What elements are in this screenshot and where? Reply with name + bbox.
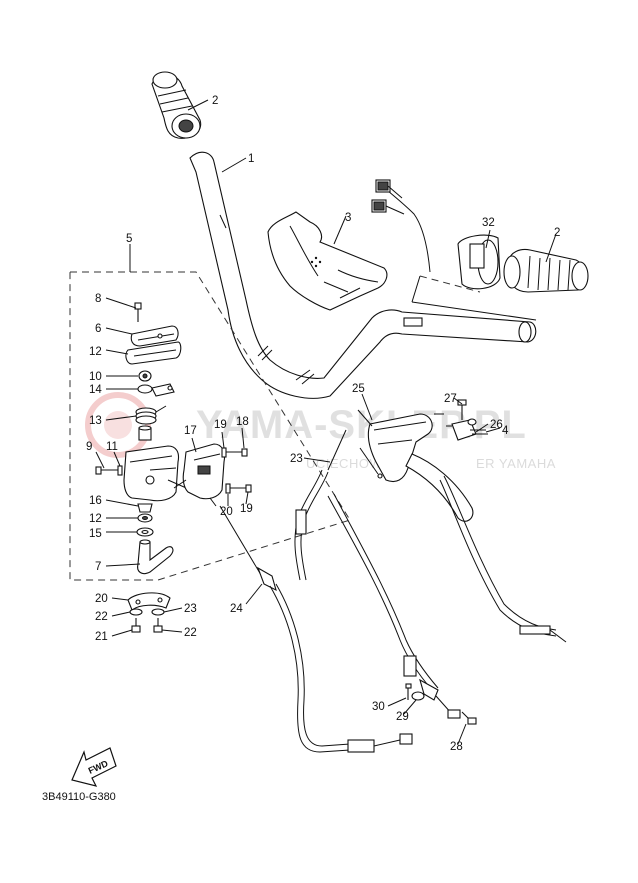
cable-part-25 bbox=[219, 505, 413, 753]
throttle-assembly-part-32 bbox=[371, 179, 537, 321]
screw-part-19-upper bbox=[221, 447, 248, 458]
callout-14-gasket[interactable]: 12 bbox=[89, 346, 102, 358]
callout-17-nut[interactable]: 16 bbox=[89, 495, 102, 507]
callout-25-cable[interactable]: 24 bbox=[230, 603, 243, 615]
leader-lines bbox=[95, 99, 557, 745]
callout-15-washer[interactable]: 15 bbox=[89, 528, 102, 540]
washer-part-23-right bbox=[151, 608, 165, 616]
callout-22-bolt-left[interactable]: 21 bbox=[95, 631, 108, 643]
callout-13-spring[interactable]: 13 bbox=[89, 415, 102, 427]
lever-part-7 bbox=[137, 539, 174, 575]
callout-29-bolt[interactable]: 28 bbox=[450, 741, 463, 753]
callout-4-pin[interactable]: 4 bbox=[502, 425, 509, 437]
watermark-sub-tail: ER YAMAHA bbox=[476, 456, 556, 471]
callout-24-cable[interactable]: 23 bbox=[290, 453, 303, 465]
cover-part-6 bbox=[130, 325, 179, 347]
cable-end bbox=[419, 678, 461, 719]
callout-8-screw[interactable]: 8 bbox=[95, 293, 101, 305]
callout-19-screw-upper[interactable]: 18 bbox=[236, 416, 249, 428]
callout-3-guard[interactable]: 3 bbox=[345, 212, 351, 224]
bolt-part-22-left bbox=[131, 618, 141, 633]
spring-part-13 bbox=[135, 405, 167, 425]
callout-12-washer[interactable]: 12 bbox=[89, 513, 102, 525]
watermark-logo bbox=[85, 392, 151, 458]
callouts: 2 1 3 32 2 5 8 6 12 10 14 13 9 11 16 12 … bbox=[86, 95, 560, 753]
washer-part-23-left bbox=[129, 608, 143, 616]
bushing bbox=[138, 425, 152, 441]
bolt-part-29 bbox=[461, 711, 477, 725]
screw-part-9 bbox=[95, 466, 118, 475]
washer-part-15 bbox=[136, 527, 154, 537]
callout-2-grip-right[interactable]: 2 bbox=[554, 227, 560, 239]
callout-30-washer[interactable]: 29 bbox=[396, 711, 409, 723]
callout-20-washer-upper[interactable]: 19 bbox=[214, 419, 227, 431]
switch-assembly-box-part-5 bbox=[69, 271, 351, 581]
washer-part-11 bbox=[117, 465, 123, 476]
washer-part-30 bbox=[411, 691, 425, 701]
callout-1-handlebar[interactable]: 1 bbox=[248, 153, 254, 165]
diagram-code: 3B49110-G380 bbox=[42, 791, 116, 803]
callout-7-lever[interactable]: 7 bbox=[95, 561, 101, 573]
callout-26-master-cylinder[interactable]: 25 bbox=[352, 383, 365, 395]
nut-part-17 bbox=[137, 503, 153, 513]
callout-23-washer-right[interactable]: 23 bbox=[184, 603, 197, 615]
bolt-part-28 bbox=[457, 399, 467, 420]
callout-23-washer-left[interactable]: 22 bbox=[95, 611, 108, 623]
watermark-logo-inner bbox=[104, 411, 132, 439]
plate-part-16 bbox=[137, 383, 175, 397]
nut-part-10 bbox=[138, 370, 152, 382]
gasket-part-14 bbox=[125, 341, 182, 365]
callout-32-throttle[interactable]: 32 bbox=[482, 217, 495, 229]
screw-part-19-lower bbox=[225, 483, 252, 494]
callout-18-switch[interactable]: 17 bbox=[184, 425, 197, 437]
callout-20-washer-lower[interactable]: 20 bbox=[220, 506, 233, 518]
callout-6-cover[interactable]: 6 bbox=[95, 323, 101, 335]
callout-28-bolt[interactable]: 27 bbox=[444, 393, 457, 405]
screw-part-8 bbox=[134, 302, 142, 322]
lever-housing bbox=[123, 445, 201, 502]
washer-part-12 bbox=[137, 513, 153, 523]
cable-part-24 bbox=[294, 429, 383, 581]
bolt-part-22-right bbox=[153, 618, 163, 633]
master-cylinder-part-26 bbox=[357, 409, 474, 522]
callout-22-bolt-right[interactable]: 22 bbox=[184, 627, 197, 639]
long-cable bbox=[327, 475, 567, 691]
callout-2-grip-left[interactable]: 2 bbox=[212, 95, 218, 107]
callout-27-adjuster[interactable]: 26 bbox=[490, 419, 503, 431]
callout-5-switch-assembly[interactable]: 5 bbox=[126, 233, 132, 245]
grip-left-part-2 bbox=[151, 71, 202, 139]
callout-10-nut[interactable]: 10 bbox=[89, 371, 102, 383]
pin-part-4 bbox=[467, 418, 488, 435]
callout-9-screw[interactable]: 9 bbox=[86, 441, 92, 453]
callout-11-washer[interactable]: 11 bbox=[106, 441, 118, 453]
callout-19-screw-lower[interactable]: 19 bbox=[240, 503, 253, 515]
hand-guard-part-3 bbox=[267, 211, 388, 311]
callout-31-fitting[interactable]: 30 bbox=[372, 701, 385, 713]
fwd-arrow-icon: FWD bbox=[71, 747, 117, 787]
fitting-part-31 bbox=[405, 683, 412, 700]
callout-16-plate[interactable]: 14 bbox=[89, 384, 102, 396]
switch-part-18 bbox=[173, 443, 226, 507]
grip-right-part-2 bbox=[503, 248, 589, 293]
holder-part-21 bbox=[127, 592, 171, 611]
callout-21-holder[interactable]: 20 bbox=[95, 593, 108, 605]
